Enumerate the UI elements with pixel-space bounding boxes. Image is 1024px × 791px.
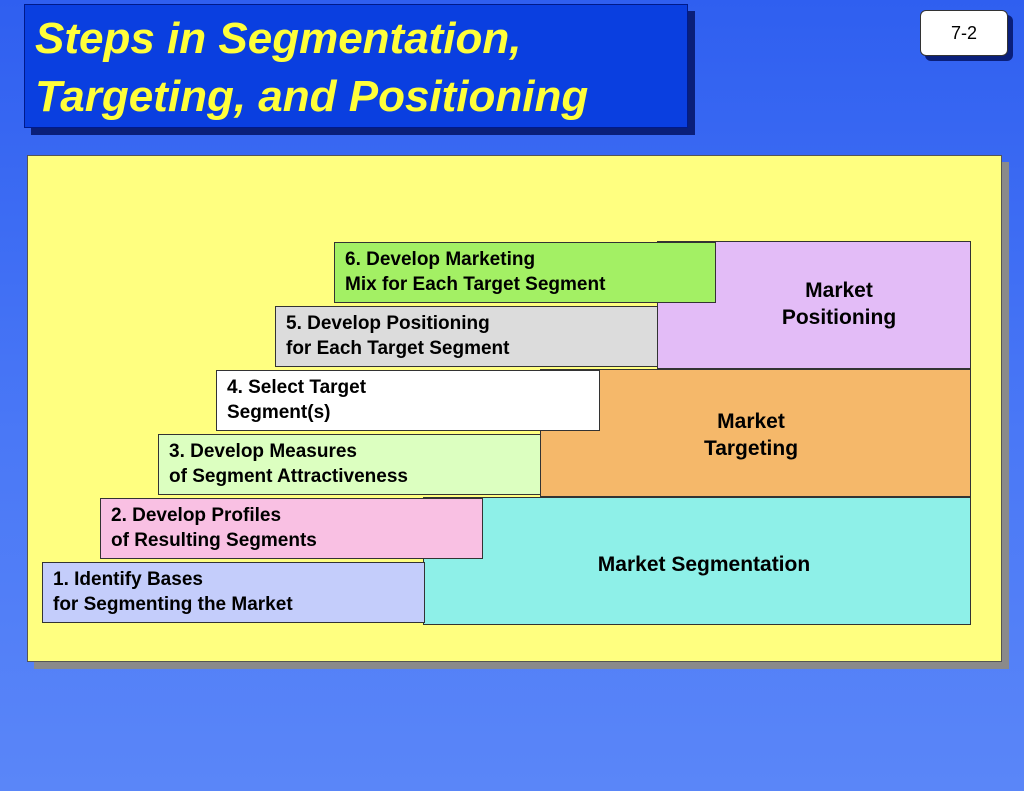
market-targeting-label: Market Targeting — [703, 410, 799, 461]
market-targeting-group: Market Targeting — [540, 369, 971, 497]
market-segmentation-label: Market Segmentation — [597, 553, 811, 576]
step-4-select-target: 4. Select Target Segment(s) — [216, 370, 600, 431]
market-segmentation-group: Market Segmentation — [423, 497, 971, 625]
market-positioning-label: Market Positioning — [781, 279, 897, 330]
slide-title-line-1: Steps in Segmentation, — [35, 14, 522, 63]
step-2-develop-profiles: 2. Develop Profiles of Resulting Segment… — [100, 498, 483, 559]
step-6-develop-marketing-mix: 6. Develop Marketing Mix for Each Target… — [334, 242, 716, 303]
slide-number: 7-2 — [920, 10, 1008, 56]
step-3-develop-measures: 3. Develop Measures of Segment Attractiv… — [158, 434, 541, 495]
step-1-identify-bases: 1. Identify Bases for Segmenting the Mar… — [42, 562, 425, 623]
slide-title-line-2: Targeting, and Positioning — [35, 72, 589, 121]
step-5-develop-positioning: 5. Develop Positioning for Each Target S… — [275, 306, 658, 367]
slide-title-box: Steps in Segmentation, Targeting, and Po… — [24, 4, 688, 128]
